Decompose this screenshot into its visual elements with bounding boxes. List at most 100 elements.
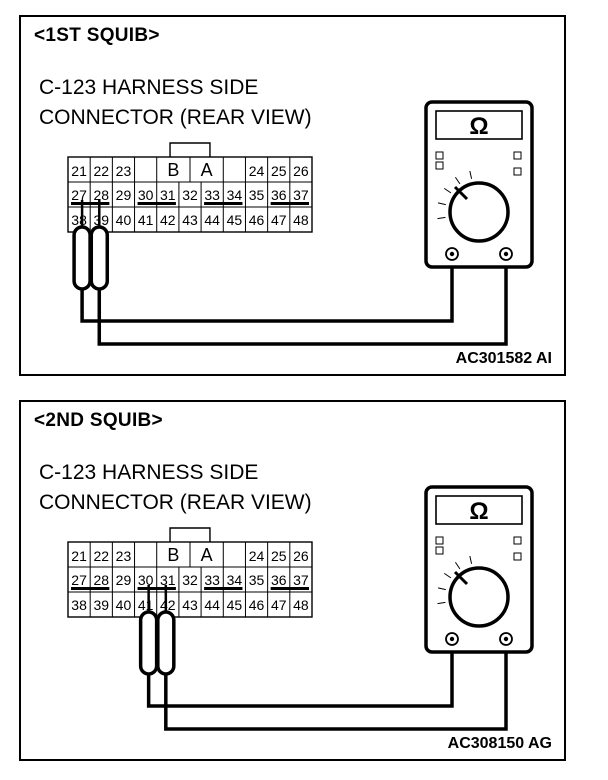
test-lead-wire (164, 639, 508, 731)
pin-label: 36 (271, 572, 287, 588)
pin-label: 33 (204, 572, 220, 588)
pin-label: 39 (93, 212, 109, 228)
pin-label: 42 (160, 212, 176, 228)
pin-label: 35 (249, 187, 265, 203)
dial-tick (437, 587, 446, 591)
meter-terminal-center (503, 636, 509, 642)
connector-key-label: A (201, 160, 213, 180)
ohmmeter: Ω (424, 100, 534, 269)
dial-tick (437, 202, 446, 206)
shorting-bar (71, 587, 110, 590)
panel-1st-squib: <1ST SQUIB> C-123 HARNESS SIDE CONNECTOR… (19, 15, 566, 376)
pin-label: 31 (160, 187, 176, 203)
switch-mark-icon (513, 552, 522, 561)
dial-tick (443, 187, 452, 194)
panel-title: <1ST SQUIB> (34, 25, 160, 46)
connector-label: C-123 HARNESS SIDE CONNECTOR (REAR VIEW) (39, 458, 312, 518)
pin-label: 32 (182, 187, 198, 203)
shorting-bar (204, 587, 243, 590)
connector-label-line1: C-123 HARNESS SIDE (39, 461, 259, 484)
pin-label: 34 (227, 187, 243, 203)
pin-label: 48 (293, 212, 309, 228)
pin-label: 24 (249, 548, 265, 564)
pin-label: 39 (93, 597, 109, 613)
pin-label: 34 (227, 572, 243, 588)
meter-display (435, 495, 523, 525)
pin-label: 33 (204, 187, 220, 203)
pin-label: 48 (293, 597, 309, 613)
panel-title: <2ND SQUIB> (34, 410, 163, 431)
pin-label: 46 (249, 212, 265, 228)
dial-tick (454, 561, 461, 570)
ohm-symbol: Ω (469, 498, 488, 525)
dial-tick (437, 601, 446, 605)
pin-label: 47 (271, 212, 287, 228)
connector-key-label: B (167, 160, 179, 180)
pin-label: 38 (71, 597, 87, 613)
pin-label: 22 (93, 548, 109, 564)
pin-label: 25 (271, 163, 287, 179)
pin-label: 40 (116, 212, 132, 228)
meter-terminal-center (449, 636, 455, 642)
pin-label: 28 (93, 187, 109, 203)
figure-code: AC301582 AI (455, 350, 552, 367)
pin-label: 31 (160, 572, 176, 588)
probe-handle (156, 610, 176, 676)
pin-label: 32 (182, 572, 198, 588)
dial-pointer (453, 185, 469, 201)
pin-label: 40 (116, 597, 132, 613)
test-lead-wire (146, 639, 454, 708)
probe-pair (138, 585, 508, 731)
probe-handle (89, 225, 110, 291)
shorting-bar (270, 587, 309, 590)
pin-label: 42 (160, 597, 176, 613)
pin-label: 45 (227, 212, 243, 228)
shorting-bar (71, 202, 110, 205)
test-lead-wire (80, 254, 454, 323)
pin-label: 27 (71, 187, 87, 203)
dial-pointer (453, 570, 469, 586)
connector-key-label: A (201, 545, 213, 565)
pin-label: 26 (293, 548, 309, 564)
connector-label-line1: C-123 HARNESS SIDE (39, 76, 259, 99)
pin-label: 24 (249, 163, 265, 179)
pin-label: 26 (293, 163, 309, 179)
pin-label: 41 (138, 212, 154, 228)
meter-terminal-center (503, 251, 509, 257)
switch-mark-icon (513, 167, 522, 176)
shorting-bar (137, 202, 176, 205)
figure-code: AC308150 AG (447, 735, 552, 752)
pin-label: 21 (71, 163, 87, 179)
switch-mark-icon (435, 546, 444, 555)
meter-terminal-center (449, 251, 455, 257)
connector-key-label: B (167, 545, 179, 565)
dial-tick (454, 176, 461, 185)
switch-mark-icon (435, 151, 444, 160)
pin-label: 27 (71, 572, 87, 588)
pin-label: 37 (293, 187, 309, 203)
shorting-bar (204, 202, 243, 205)
probe-handle (72, 225, 92, 291)
probe-pair (72, 200, 508, 346)
switch-mark-icon (513, 536, 522, 545)
pin-label: 29 (116, 572, 132, 588)
pin-label: 45 (227, 597, 243, 613)
pin-label: 36 (271, 187, 287, 203)
pin-label: 22 (93, 163, 109, 179)
connector-latch (169, 142, 211, 157)
pin-label: 25 (271, 548, 287, 564)
pin-label: 44 (204, 212, 220, 228)
pin-label: 30 (138, 187, 154, 203)
switch-mark-icon (435, 536, 444, 545)
pin-label: 37 (293, 572, 309, 588)
pin-label: 47 (271, 597, 287, 613)
ohm-symbol: Ω (469, 113, 488, 140)
test-lead-wire (97, 254, 508, 346)
dial-tick (469, 170, 473, 179)
pin-label: 43 (182, 212, 198, 228)
dial-tick (469, 555, 473, 564)
dial-tick (437, 216, 446, 220)
